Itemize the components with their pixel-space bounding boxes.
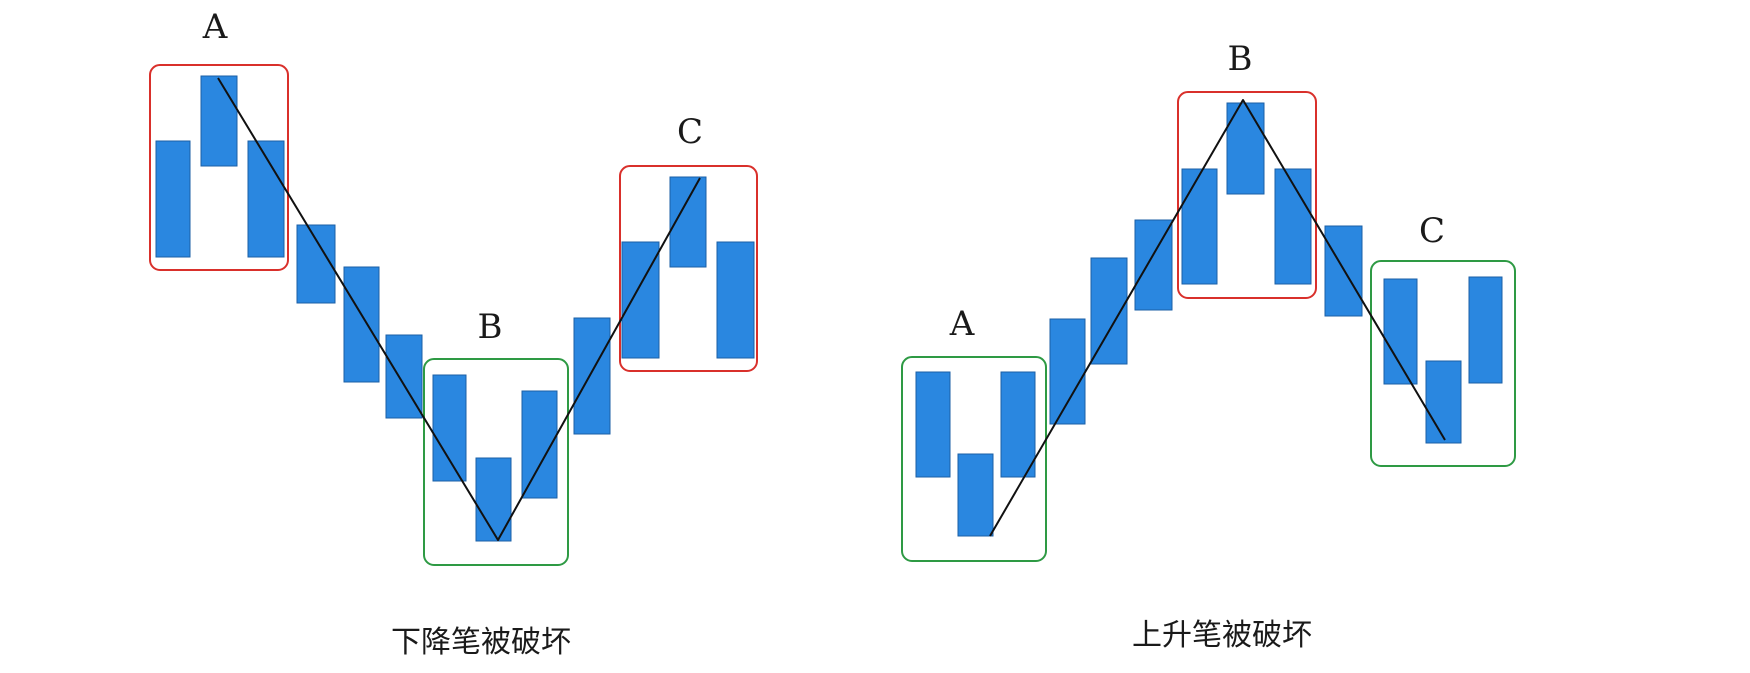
bar-3 xyxy=(1000,371,1036,478)
bar-2 xyxy=(957,453,994,537)
bar-8 xyxy=(475,457,512,542)
stroke-line xyxy=(989,99,1446,537)
bar-4 xyxy=(296,224,336,304)
bar-10 xyxy=(573,317,611,435)
stroke-line xyxy=(217,77,701,541)
caption-down: 下降笔被破坏 xyxy=(391,625,571,660)
bar-13 xyxy=(1468,276,1503,384)
bar-12 xyxy=(1425,360,1462,444)
bar-9 xyxy=(1274,168,1312,285)
bar-4 xyxy=(1049,318,1086,425)
caption-up: 上升笔被破坏 xyxy=(1132,618,1312,653)
box-b xyxy=(423,358,569,566)
label-b: B xyxy=(478,307,503,347)
box-b xyxy=(1177,91,1317,299)
down-stroke-diagram: A B C 下降笔被破坏 xyxy=(149,7,758,660)
bar-3 xyxy=(247,140,285,258)
bar-13 xyxy=(716,241,755,359)
bar-6 xyxy=(1134,219,1173,311)
box-a xyxy=(901,356,1047,562)
bar-7 xyxy=(432,374,467,482)
bar-11 xyxy=(1383,278,1418,385)
label-a: A xyxy=(202,7,228,47)
bar-7 xyxy=(1181,168,1218,285)
label-c: C xyxy=(1419,211,1445,251)
box-c xyxy=(1370,260,1516,467)
label-c: C xyxy=(677,112,703,152)
up-stroke-diagram: A B C 上升笔被破坏 xyxy=(901,39,1516,653)
box-c xyxy=(619,165,758,372)
box-a xyxy=(149,64,289,271)
bar-1 xyxy=(155,140,191,258)
label-a: A xyxy=(949,304,975,344)
bar-1 xyxy=(915,371,951,478)
bar-2 xyxy=(200,75,238,167)
label-b: B xyxy=(1228,39,1253,79)
bar-5 xyxy=(343,266,380,383)
